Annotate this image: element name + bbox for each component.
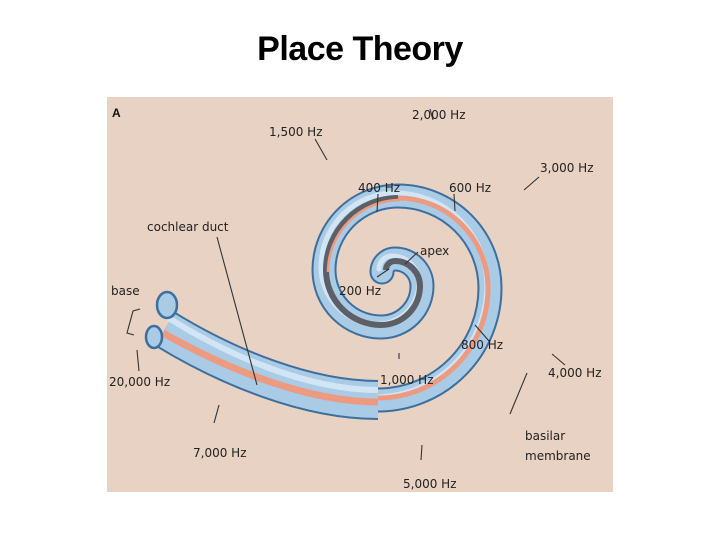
label-5000-hz: 5,000 Hz (403, 477, 457, 491)
cochlea-diagram: A (107, 97, 613, 492)
label-membrane: membrane (525, 449, 591, 463)
label-basilar: basilar (525, 429, 565, 443)
label-20000-hz: 20,000 Hz (109, 375, 170, 389)
leader-lines (126, 108, 566, 461)
cochlea-illustration: A (109, 106, 602, 491)
label-cochlear-duct: cochlear duct (147, 220, 229, 234)
cochlea-spiral (144, 183, 503, 420)
label-200-hz: 200 Hz (339, 284, 381, 298)
label-400-hz: 400 Hz (358, 181, 400, 195)
frequency-labels: 2,000 Hz 1,500 Hz 3,000 Hz 400 Hz 600 Hz… (109, 108, 602, 491)
label-base: base (111, 284, 140, 298)
label-600-hz: 600 Hz (449, 181, 491, 195)
basilar-membrane-spiral-inner (326, 198, 401, 273)
basilar-membrane-spiral (377, 195, 491, 401)
label-800-hz: 800 Hz (461, 338, 503, 352)
cochlear-duct-band-inner (322, 195, 424, 329)
base-opening-lower (144, 324, 164, 350)
panel-letter: A (112, 106, 121, 120)
label-3000-hz: 3,000 Hz (540, 161, 594, 175)
label-7000-hz: 7,000 Hz (193, 446, 247, 460)
basilar-membrane-base (161, 329, 379, 406)
base-opening-upper (155, 290, 179, 320)
slide-title: Place Theory (257, 30, 463, 68)
label-1000-hz: 1,000 Hz (380, 373, 434, 387)
label-apex: apex (420, 244, 449, 258)
label-4000-hz: 4,000 Hz (548, 366, 602, 380)
base-tube-highlight (165, 314, 379, 393)
label-1500-hz: 1,500 Hz (269, 125, 323, 139)
label-2000-hz: 2,000 Hz (412, 108, 466, 122)
